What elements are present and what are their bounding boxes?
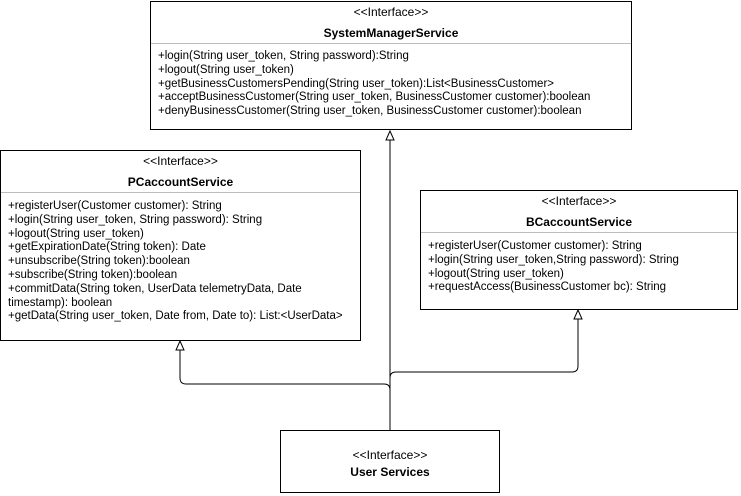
- operation: +getExpirationDate(String token): Date: [8, 241, 206, 254]
- operation: +logout(String user_token): [158, 63, 294, 76]
- system-manager-divider: [151, 43, 631, 44]
- arrowhead-bcaccount: [573, 308, 583, 320]
- arrowhead-pcaccount: [175, 339, 185, 351]
- pcaccount-service-box[interactable]: <<Interface>> PCaccountService +register…: [0, 150, 361, 341]
- user-services-stereotype: <<Interface>>: [352, 448, 428, 462]
- operation: +login(String user_token, String passwor…: [158, 50, 409, 62]
- system-manager-operations: +login(String user_token, String passwor…: [158, 50, 627, 119]
- bcaccount-name: BCaccountService: [525, 215, 633, 229]
- pcaccount-name: PCaccountService: [127, 175, 234, 189]
- connector-to-pcaccount: [179, 350, 391, 430]
- operation: +registerUser(Customer customer): String: [8, 200, 222, 212]
- system-manager-name: SystemManagerService: [323, 26, 459, 40]
- operation: +registerUser(Customer customer): String: [428, 240, 642, 252]
- system-manager-service-box[interactable]: <<Interface>> SystemManagerService +logi…: [150, 1, 632, 130]
- bcaccount-service-box[interactable]: <<Interface>> BCaccountService +register…: [420, 190, 738, 310]
- operation: +logout(String user_token): [428, 267, 564, 280]
- bcaccount-stereotype: <<Interface>>: [541, 194, 617, 208]
- operation: +logout(String user_token): [8, 227, 144, 240]
- arrowhead-system-manager: [385, 129, 395, 141]
- operation: +getData(String user_token, Date from, D…: [8, 310, 343, 323]
- operation: +commitData(String token, UserData telem…: [8, 282, 302, 309]
- operation: +unsubscribe(String token):boolean: [8, 255, 190, 268]
- operation: +requestAccess(BusinessCustomer bc): Str…: [428, 281, 667, 294]
- system-manager-stereotype: <<Interface>>: [353, 5, 429, 19]
- operation: +denyBusinessCustomer(String user_token,…: [158, 105, 582, 118]
- pcaccount-stereotype: <<Interface>>: [143, 154, 218, 168]
- user-services-name: User Services: [350, 465, 430, 479]
- pcaccount-operations: +registerUser(Customer customer): String…: [8, 200, 343, 324]
- operation: +acceptBusinessCustomer(String user_toke…: [158, 91, 591, 104]
- operation: +subscribe(String token):boolean: [8, 268, 178, 281]
- operation: +login(String user_token, String passwor…: [8, 213, 263, 226]
- bcaccount-operations: +registerUser(Customer customer): String…: [428, 240, 733, 295]
- pcaccount-divider: [1, 192, 360, 193]
- user-services-box[interactable]: <<Interface>> User Services: [280, 430, 500, 493]
- bcaccount-divider: [421, 232, 737, 233]
- operation: +login(String user_token,String password…: [428, 253, 679, 266]
- operation: +getBusinessCustomersPending(String user…: [158, 77, 554, 90]
- connector-to-bcaccount: [389, 319, 579, 430]
